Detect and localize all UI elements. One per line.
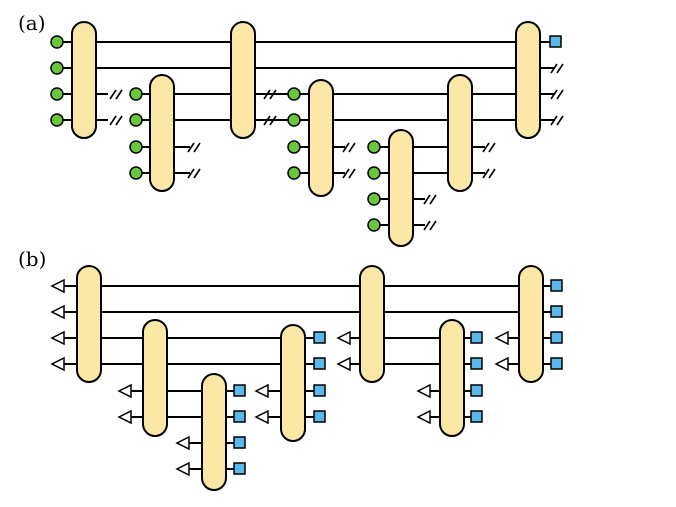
- gate-b-2: [142, 319, 168, 437]
- green-circle-icon: [50, 87, 64, 101]
- open-triangle-arrow-icon: [494, 330, 509, 346]
- green-circle-icon: [50, 61, 64, 75]
- blue-square-icon: [233, 462, 246, 475]
- blue-square-icon: [233, 410, 246, 423]
- open-triangle-arrow-icon: [117, 409, 132, 425]
- open-triangle-arrow-icon: [416, 409, 431, 425]
- blue-square-icon: [549, 35, 562, 48]
- gate-a-3: [230, 21, 256, 139]
- truncation-mark-icon: [109, 115, 123, 126]
- panel-a-truncations: [109, 63, 564, 231]
- truncation-mark-icon: [263, 115, 277, 126]
- gate-b-4: [280, 324, 306, 442]
- open-triangle-arrow-icon: [336, 330, 351, 346]
- panel-b: (b): [18, 247, 563, 491]
- truncation-mark-icon: [423, 194, 437, 205]
- open-triangle-arrow-icon: [117, 383, 132, 399]
- blue-square-icon: [313, 410, 326, 423]
- green-circle-icon: [367, 140, 381, 154]
- truncation-mark-icon: [187, 142, 201, 153]
- open-triangle-arrow-icon: [254, 409, 269, 425]
- truncation-mark-icon: [550, 63, 564, 74]
- open-triangle-arrow-icon: [50, 330, 65, 346]
- panel-b-outputs: [233, 279, 563, 475]
- gate-a-4: [308, 79, 334, 197]
- panel-b-arrows: [50, 278, 509, 477]
- panel-b-wires: [60, 285, 556, 470]
- blue-square-icon: [470, 410, 483, 423]
- panel-a-gates: [71, 21, 541, 247]
- blue-square-icon: [233, 384, 246, 397]
- green-circle-icon: [287, 166, 301, 180]
- truncation-mark-icon: [423, 220, 437, 231]
- open-triangle-arrow-icon: [175, 435, 190, 451]
- blue-square-icon: [313, 384, 326, 397]
- green-circle-icon: [367, 218, 381, 232]
- green-circle-icon: [287, 113, 301, 127]
- gate-a-1: [71, 21, 97, 139]
- truncation-mark-icon: [550, 115, 564, 126]
- open-triangle-arrow-icon: [50, 278, 65, 294]
- green-circle-icon: [129, 166, 143, 180]
- green-circle-icon: [129, 140, 143, 154]
- gate-b-3: [201, 373, 227, 491]
- green-circle-icon: [129, 113, 143, 127]
- blue-square-icon: [550, 279, 563, 292]
- gate-a-6: [447, 74, 473, 192]
- panel-b-gates: [76, 265, 544, 491]
- green-circle-icon: [367, 192, 381, 206]
- open-triangle-arrow-icon: [336, 356, 351, 372]
- blue-square-icon: [470, 331, 483, 344]
- open-triangle-arrow-icon: [416, 383, 431, 399]
- gate-b-6: [439, 319, 465, 437]
- green-circle-icon: [287, 140, 301, 154]
- gate-b-7: [518, 265, 544, 383]
- green-circle-icon: [287, 87, 301, 101]
- gate-b-5: [359, 265, 385, 383]
- panel-a-label: (a): [18, 11, 46, 35]
- blue-square-icon: [313, 357, 326, 370]
- blue-square-icon: [470, 384, 483, 397]
- truncation-mark-icon: [550, 89, 564, 100]
- green-circle-icon: [50, 113, 64, 127]
- panel-a-inputs: [50, 35, 381, 232]
- blue-square-icon: [550, 331, 563, 344]
- open-triangle-arrow-icon: [50, 304, 65, 320]
- truncation-mark-icon: [187, 168, 201, 179]
- blue-square-icon: [313, 331, 326, 344]
- open-triangle-arrow-icon: [175, 461, 190, 477]
- truncation-mark-icon: [342, 168, 356, 179]
- gate-a-5: [388, 129, 414, 247]
- green-circle-icon: [367, 166, 381, 180]
- truncation-mark-icon: [482, 142, 496, 153]
- panel-b-label: (b): [18, 247, 46, 271]
- blue-square-icon: [550, 305, 563, 318]
- blue-square-icon: [470, 357, 483, 370]
- blue-square-icon: [550, 357, 563, 370]
- truncation-mark-icon: [263, 89, 277, 100]
- open-triangle-arrow-icon: [50, 356, 65, 372]
- truncation-mark-icon: [342, 142, 356, 153]
- green-circle-icon: [129, 87, 143, 101]
- green-circle-icon: [50, 35, 64, 49]
- open-triangle-arrow-icon: [494, 356, 509, 372]
- open-triangle-arrow-icon: [254, 383, 269, 399]
- panel-a-wires: [57, 41, 555, 226]
- panel-a: (a): [18, 11, 564, 247]
- gate-b-1: [76, 265, 102, 383]
- truncation-mark-icon: [482, 168, 496, 179]
- gate-a-7: [515, 21, 541, 139]
- truncation-mark-icon: [109, 89, 123, 100]
- blue-square-icon: [233, 436, 246, 449]
- gate-a-2: [149, 74, 175, 192]
